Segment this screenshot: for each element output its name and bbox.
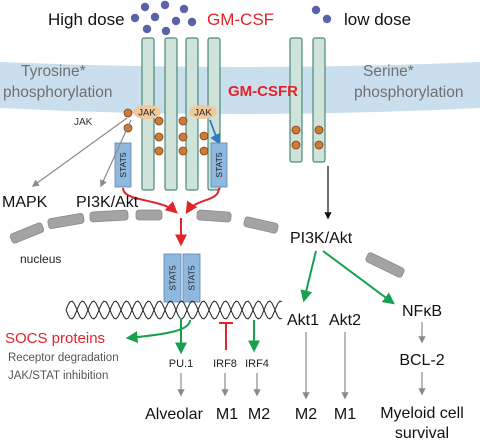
bcl2-label: BCL-2 <box>399 352 444 369</box>
svg-text:STAT5: STAT5 <box>214 152 224 177</box>
gmcsf-label: GM-CSF <box>207 10 274 29</box>
receptor-degradation-label: Receptor degradation <box>8 352 119 364</box>
pi3k-to-nfkb-arrow <box>322 250 395 305</box>
pi3k-akt-left-label: PI3K/Akt <box>76 194 139 211</box>
pu1-label: PU.1 <box>169 358 193 370</box>
alveolar-label: Alveolar <box>145 406 203 423</box>
jak-to-mapk-arrow <box>31 117 128 187</box>
dna-helix <box>65 300 283 320</box>
jak-stat-inhibition-label: JAK/STAT inhibition <box>8 370 108 382</box>
jak-small-label: JAK <box>74 117 93 128</box>
nuclear-envelope <box>9 209 405 278</box>
stat5-monomer-right: STAT5 <box>210 142 228 188</box>
svg-text:STAT5: STAT5 <box>118 152 128 177</box>
svg-text:STAT5: STAT5 <box>187 265 197 290</box>
jak-stat-activation-arrow <box>209 119 220 145</box>
tyrosine-label: Tyrosine* <box>21 63 86 80</box>
svg-text:JAK: JAK <box>138 108 156 119</box>
low-dose-label: low dose <box>344 10 411 29</box>
dna-to-socs-arrow <box>125 319 191 344</box>
serine-label: Serine* <box>363 63 414 80</box>
myeloid-cell-label: Myeloid cell <box>380 405 464 422</box>
m1-left-label: M1 <box>216 406 238 423</box>
serine-phospho-sites <box>291 125 324 150</box>
stat5-dimer: STAT5 STAT5 <box>163 253 201 303</box>
irf8-label: IRF8 <box>213 358 237 370</box>
m2-left-label: M2 <box>248 406 270 423</box>
irf8-inhibition <box>219 322 233 350</box>
akt2-label: Akt2 <box>329 312 361 329</box>
cell-membrane <box>0 62 480 114</box>
jak-left: JAK <box>133 105 161 119</box>
jak-right: JAK <box>189 105 217 119</box>
stat5-left-translocation-arrow <box>122 187 178 214</box>
stat5-right-translocation-arrow <box>185 187 220 215</box>
m1-right-label: M1 <box>334 406 356 423</box>
gmcsf-high-dose-dots <box>130 0 197 36</box>
gmcsfr-label: GM-CSFR <box>228 83 298 100</box>
pi3k-to-akt1-arrow <box>300 250 317 303</box>
gmcsf-low-dose-dots <box>311 5 332 24</box>
svg-text:STAT5: STAT5 <box>168 265 178 290</box>
survival-label: survival <box>395 425 449 442</box>
serine-phosphorylation-label: phosphorylation <box>354 84 463 101</box>
mapk-label: MAPK <box>2 194 48 211</box>
nucleus-label: nucleus <box>20 252 61 266</box>
akt1-label: Akt1 <box>287 312 319 329</box>
svg-text:JAK: JAK <box>194 108 212 119</box>
irf4-label: IRF4 <box>245 358 269 370</box>
socs-proteins-label: SOCS proteins <box>5 330 105 347</box>
m2-right-label: M2 <box>295 406 317 423</box>
nfkb-label: NFκB <box>402 303 442 320</box>
stat5-monomer-left: STAT5 <box>114 142 132 188</box>
tyrosine-phosphorylation-label: phosphorylation <box>3 84 112 101</box>
high-dose-label: High dose <box>48 10 125 29</box>
pi3k-akt-right-label: PI3K/Akt <box>290 230 353 247</box>
jak-to-pi3k-arrow <box>100 119 132 188</box>
